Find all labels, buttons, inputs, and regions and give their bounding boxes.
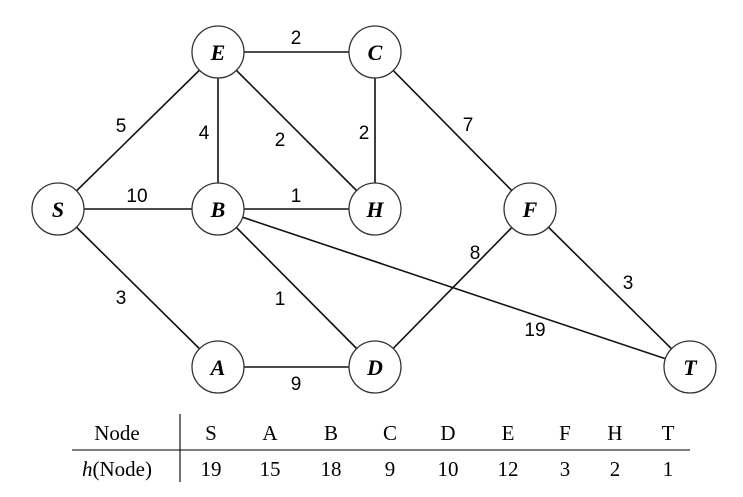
edge-B-T	[217, 208, 691, 368]
node-B: B	[191, 182, 245, 236]
weight-S-E: 5	[116, 116, 127, 137]
weight-E-H: 2	[275, 130, 286, 151]
table-value-cell: 19	[201, 457, 222, 481]
table-header-cell: A	[262, 421, 278, 445]
table-row-label-h: h	[82, 457, 93, 481]
table-value-cell: 12	[498, 457, 519, 481]
node-layer: S E C B H F A D	[31, 25, 717, 394]
node-H: H	[348, 182, 402, 236]
table-value-cell: 2	[610, 457, 621, 481]
edge-F-T	[529, 208, 691, 368]
table-header-cell: S	[205, 421, 217, 445]
weight-S-B: 10	[126, 186, 147, 207]
table-row-label-rest: (Node)	[93, 457, 152, 481]
weight-C-H: 2	[359, 123, 370, 144]
node-F-label: F	[522, 197, 538, 222]
weight-B-T: 19	[524, 320, 545, 341]
weight-B-H: 1	[291, 186, 302, 207]
heuristic-table: Node h(Node) S A B C D E F H T 19 15 18 …	[72, 414, 690, 482]
edge-C-F	[374, 51, 531, 210]
node-D: D	[348, 340, 402, 394]
table-value-cell: 10	[438, 457, 459, 481]
table-header-cell: F	[559, 421, 571, 445]
weight-A-D: 9	[291, 374, 302, 395]
table-header-cell: D	[440, 421, 455, 445]
weight-S-A: 3	[116, 288, 127, 309]
node-A: A	[191, 340, 245, 394]
table-header-cell: H	[607, 421, 622, 445]
table-header-cell: E	[502, 421, 515, 445]
node-B-label: B	[210, 197, 226, 222]
edge-S-E	[57, 51, 219, 210]
edge-E-H	[217, 51, 376, 210]
table-value-cell: 18	[321, 457, 342, 481]
weight-D-F: 8	[470, 243, 481, 264]
table-header-cell: B	[324, 421, 338, 445]
table-value-cell: 15	[260, 457, 281, 481]
node-S-label: S	[52, 197, 64, 222]
edge-S-A	[57, 208, 219, 368]
node-T: T	[663, 340, 717, 394]
table-header-cell: C	[383, 421, 397, 445]
weight-B-D: 1	[275, 289, 286, 310]
table-header-label: Node	[94, 421, 140, 445]
edge-D-F	[374, 208, 531, 368]
node-C: C	[348, 25, 402, 79]
node-C-label: C	[368, 40, 383, 65]
weight-layer: 2 5 4 2 2 7 10 1 3 1 19 8 3 9	[116, 28, 634, 395]
weight-F-T: 3	[623, 273, 634, 294]
table-row-label: h(Node)	[82, 457, 152, 481]
table-value-cell: 1	[663, 457, 674, 481]
node-H-label: H	[365, 197, 384, 222]
node-D-label: D	[366, 355, 383, 380]
table-value-cell: 9	[385, 457, 396, 481]
table-header-cell: T	[662, 421, 675, 445]
weight-E-B: 4	[199, 123, 210, 144]
weight-C-F: 7	[463, 115, 474, 136]
node-F: F	[503, 182, 557, 236]
node-T-label: T	[683, 355, 698, 380]
table-value-cell: 3	[560, 457, 571, 481]
node-E: E	[191, 25, 245, 79]
node-E-label: E	[210, 40, 226, 65]
edge-B-D	[217, 208, 376, 368]
weight-E-C: 2	[291, 28, 302, 49]
node-A-label: A	[209, 355, 226, 380]
node-S: S	[31, 182, 85, 236]
